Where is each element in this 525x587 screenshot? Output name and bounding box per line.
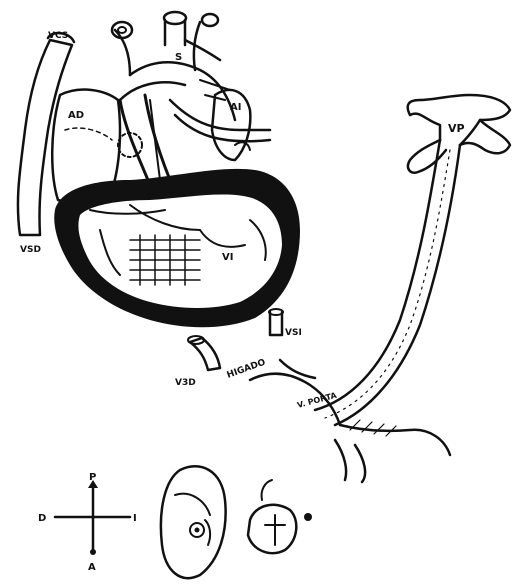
label-ad: AD: [68, 110, 84, 121]
label-vsi: VSI: [285, 328, 302, 338]
compass-d: D: [38, 513, 46, 524]
compass-p: P: [89, 472, 96, 483]
portal-branches: [250, 360, 450, 482]
label-ai: AI: [230, 102, 241, 113]
label-vcs: VCS: [48, 31, 68, 41]
portal-vessel: [315, 95, 510, 425]
compass-rose: [55, 480, 130, 555]
heart-loop-sketch: [248, 480, 312, 553]
compass-i: I: [133, 513, 137, 524]
label-higado: HIGADO: [226, 358, 268, 381]
label-vp: VP: [448, 122, 465, 135]
left-atrium: [212, 90, 250, 160]
ventricular-wall: [54, 169, 300, 327]
label-vzd: V3D: [175, 378, 196, 388]
compass-a: A: [88, 562, 96, 573]
label-s: S: [175, 52, 182, 63]
label-vi: VI: [222, 252, 233, 263]
embryo-sketch: [161, 466, 226, 578]
label-vsd: VSD: [20, 245, 41, 255]
